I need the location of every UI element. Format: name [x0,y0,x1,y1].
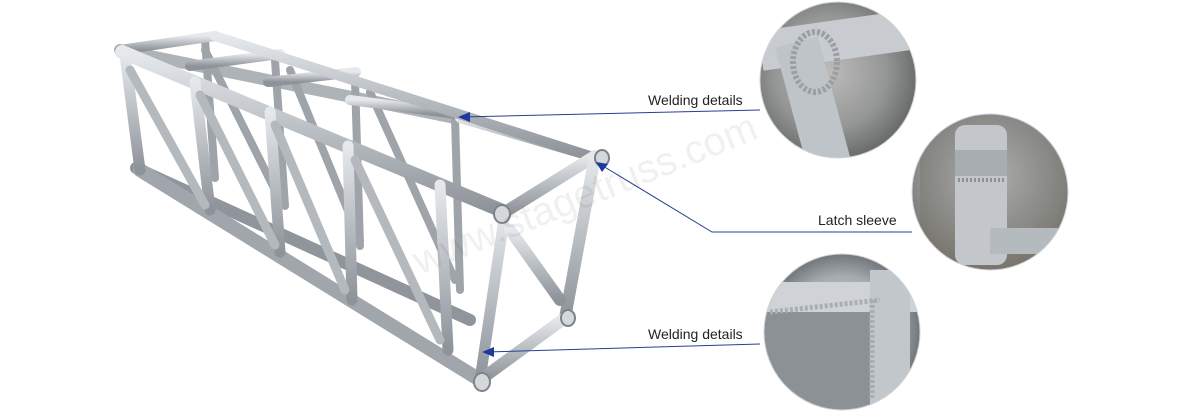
leader-line-latch [597,162,912,233]
leader-line-welding-bottom [485,343,761,353]
detail-circle-welding-top [759,1,917,159]
detail-circle-latch [911,113,1069,271]
callout-label-welding-top: Welding details [648,92,743,108]
leader-lines [461,109,912,353]
leader-arrows [458,112,608,357]
arrow-head-icon [482,347,494,357]
arrow-head-icon [596,162,608,172]
arrow-head-icon [458,112,470,122]
callout-label-welding-bottom: Welding details [648,326,743,342]
detail-circle-welding-bottom [763,253,921,411]
callout-label-latch-sleeve: Latch sleeve [818,212,897,228]
leader-line-welding-top [461,109,761,118]
